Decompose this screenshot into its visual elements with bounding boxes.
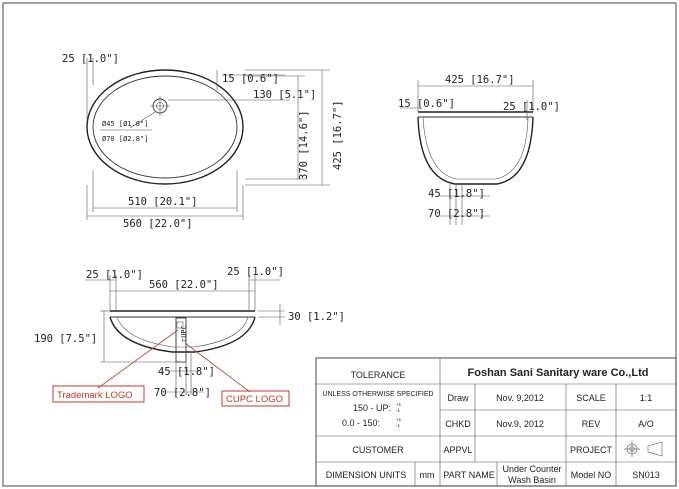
trademark-logo-box — [52, 385, 145, 403]
dim-25-left-front: 25 [1.0"] — [86, 269, 143, 281]
title-block: TOLERANCE UNLESS OTHERWISE SPECIFIED 150… — [315, 357, 677, 487]
basin-inner-rim — [92, 75, 238, 179]
cupc-logo-box — [221, 390, 290, 407]
trademark-mark — [176, 321, 184, 329]
front-view: cUPC 25 [1.0"] 25 [1.0"] 560 [22.0"] 30 … — [34, 266, 345, 407]
dim-425-side: 425 [16.7"] — [445, 74, 515, 86]
rev-label: REV — [582, 419, 601, 429]
chkd-label: CHKD — [445, 419, 471, 429]
scale-label: SCALE — [576, 393, 606, 403]
tol-range-1: 150 - UP: — [353, 403, 391, 413]
model-no-label: Model NO — [571, 470, 612, 480]
front-profile-outer — [109, 316, 256, 353]
dim-25-top: 25 [1.0"] — [62, 53, 119, 65]
dim-25-side: 25 [1.0"] — [503, 101, 560, 113]
dim-15-top: 15 [0.6"] — [222, 73, 279, 85]
dim-45-side: 45 [1.8"] — [428, 188, 485, 200]
cupc-mark: cUPC — [180, 325, 188, 342]
tol-minus-1: -1 — [396, 408, 400, 413]
cupc-logo-label: CUPC LOGO — [226, 394, 283, 405]
side-view: 425 [16.7"] 15 [0.6"] 25 [1.0"] 45 [1.8"… — [398, 74, 560, 225]
part-name-line-1: Under Counter — [502, 464, 561, 474]
dim-15-side: 15 [0.6"] — [398, 98, 455, 110]
side-profile-inner — [422, 116, 529, 180]
unless-label: UNLESS OTHERWISE SPECIFIED — [322, 391, 433, 398]
chkd-date: Nov.9, 2012 — [496, 419, 544, 429]
dim-560-top: 560 [22.0"] — [123, 218, 193, 230]
tol-plus-1: +1 — [396, 402, 402, 407]
title-block-frame — [315, 357, 677, 487]
customer-label: CUSTOMER — [352, 445, 404, 455]
basin-outer-rim — [86, 69, 244, 185]
dim-130: 130 [5.1"] — [253, 89, 316, 101]
dim-190: 190 [7.5"] — [34, 333, 97, 345]
projection-symbol-icon — [624, 441, 663, 457]
dim-370: 370 [14.6"] — [298, 110, 310, 180]
rev-value: A/O — [638, 419, 654, 429]
model-no-value: SN013 — [632, 470, 660, 480]
front-profile-inner — [116, 316, 249, 348]
part-name-label: PART NAME — [443, 470, 495, 480]
tol-range-2: 0.0 - 150: — [342, 418, 380, 428]
tol-minus-2: -1 — [396, 423, 400, 428]
dim-25-right-front: 25 [1.0"] — [227, 266, 284, 278]
tolerance-label: TOLERANCE — [351, 370, 406, 380]
dim-425-top: 425 [16.7"] — [332, 100, 344, 170]
top-view: Ø45 [Ø1.8"] Ø70 [Ø2.8"] 25 [1.0"] 15 [0.… — [62, 53, 344, 230]
dim-45-front: 45 [1.8"] — [158, 366, 215, 378]
hole-70-label: Ø70 [Ø2.8"] — [102, 135, 148, 143]
drain-pipe — [175, 317, 187, 363]
hole-45-label: Ø45 [Ø1.8"] — [102, 120, 148, 128]
dim-70-front: 70 [2.8"] — [154, 387, 211, 399]
scale-value: 1:1 — [640, 393, 653, 403]
dim-510: 510 [20.1"] — [128, 196, 198, 208]
dim-30: 30 [1.2"] — [288, 311, 345, 323]
draw-label: Draw — [447, 393, 469, 403]
trademark-logo-label: Trademark LOGO — [57, 390, 133, 401]
project-label: PROJECT — [570, 445, 613, 455]
units-value: mm — [420, 470, 435, 480]
dim-560-front: 560 [22.0"] — [149, 279, 219, 291]
appvl-label: APPVL — [443, 445, 472, 455]
dimension-units-label: DIMENSION UNITS — [326, 470, 407, 480]
company-name: Foshan Sani Sanitary ware Co.,Ltd — [468, 367, 649, 379]
part-name-line-2: Wash Basin — [508, 475, 556, 485]
tol-plus-2: +1 — [396, 417, 402, 422]
dim-70-side: 70 [2.8"] — [428, 208, 485, 220]
side-profile-outer — [417, 116, 534, 185]
draw-date: Nov. 9,2012 — [496, 393, 544, 403]
